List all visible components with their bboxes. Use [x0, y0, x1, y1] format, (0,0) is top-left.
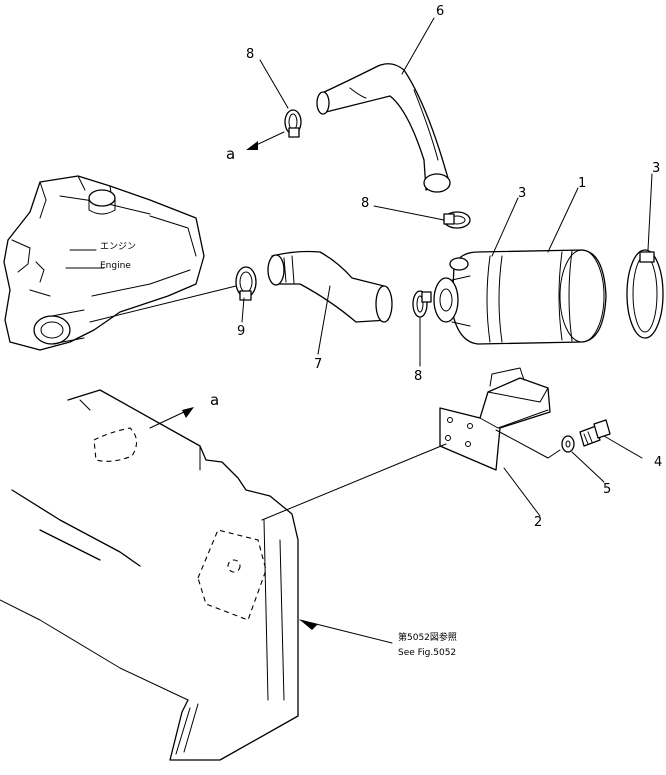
- reference-note-en: See Fig.5052: [398, 648, 456, 658]
- hose-clamp-middle: [443, 211, 471, 229]
- callout-2: 2: [534, 515, 542, 530]
- machine-body: [0, 389, 299, 761]
- callout-3-right: 3: [652, 161, 660, 176]
- callout-8-middle: 8: [361, 196, 369, 211]
- callout-a-bottom: a: [210, 391, 219, 409]
- oil-filler-cap: [88, 189, 116, 207]
- callout-3-left: 3: [518, 186, 526, 201]
- hidden-inlet-dashed: [93, 427, 138, 462]
- engine-air-inlet: [33, 309, 85, 345]
- bracket: [439, 367, 551, 471]
- leader-lines: [89, 17, 653, 644]
- callout-7: 7: [314, 357, 322, 372]
- callout-8-top: 8: [246, 47, 254, 62]
- callout-5: 5: [603, 482, 611, 497]
- engine-label-jp: エンジン: [100, 242, 136, 252]
- bolt: [579, 419, 611, 447]
- engine: エンジン Engine: [3, 175, 205, 351]
- upper-elbow-hose: [316, 63, 451, 193]
- mount-pad-dashed: [197, 529, 267, 621]
- mounting-band: [626, 249, 664, 339]
- hose-clamp-top: [284, 109, 302, 138]
- reference-note-jp: 第5052図参照: [398, 631, 457, 643]
- callout-6: 6: [436, 4, 444, 19]
- hose-clamp-lower: [412, 290, 432, 318]
- air-cleaner-assembly: [433, 249, 607, 345]
- washer: [561, 435, 575, 453]
- hose-clamp-engine: [235, 266, 257, 301]
- callout-a-top: a: [226, 145, 235, 163]
- callout-1: 1: [578, 176, 586, 191]
- callout-8-lower: 8: [414, 369, 422, 384]
- engine-label-en: Engine: [100, 261, 131, 271]
- callout-9: 9: [237, 324, 245, 339]
- callout-4: 4: [654, 455, 662, 470]
